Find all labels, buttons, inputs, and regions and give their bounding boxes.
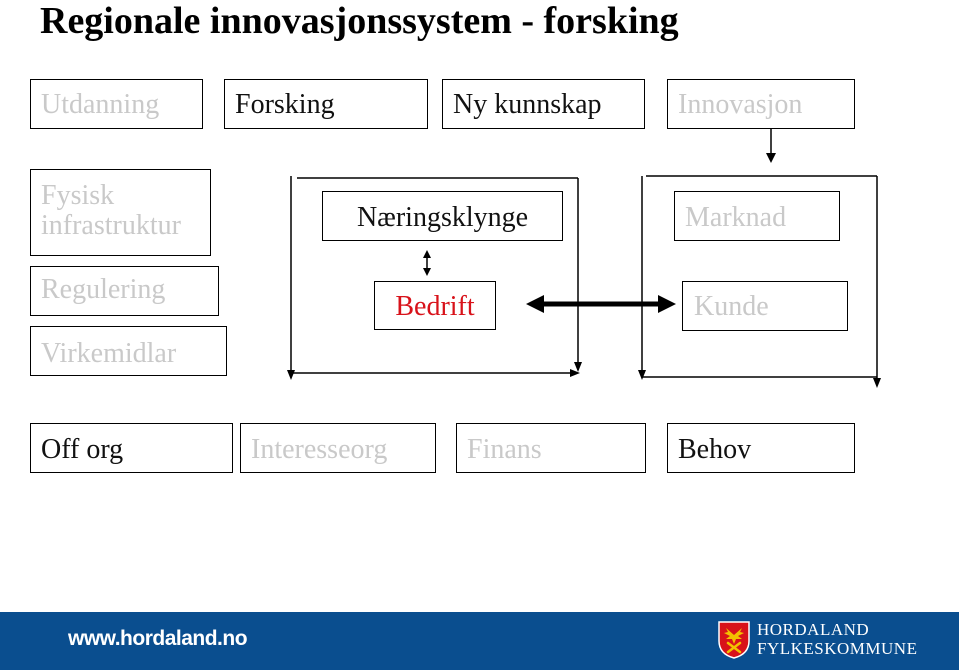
box-virkemidlar-label: Virkemidlar xyxy=(41,338,177,369)
arrow-innovasjon-down xyxy=(766,129,776,163)
bracket-middle xyxy=(287,176,582,380)
bracket-right xyxy=(638,175,881,388)
box-behov: Behov xyxy=(667,423,855,473)
page-title: Regionale innovasjonssystem - forsking xyxy=(40,0,679,42)
box-naeringsklynge: Næringsklynge xyxy=(322,191,563,241)
box-off-org: Off org xyxy=(30,423,233,473)
box-ny-kunnskap: Ny kunnskap xyxy=(442,79,645,129)
footer-url-link[interactable]: www.hordaland.no xyxy=(68,627,248,650)
box-bedrift: Bedrift xyxy=(374,281,496,330)
box-ny-kunnskap-label: Ny kunnskap xyxy=(453,89,602,120)
box-regulering-label: Regulering xyxy=(41,274,166,305)
arrow-klynge-bedrift xyxy=(423,250,431,276)
box-virkemidlar: Virkemidlar xyxy=(30,326,227,376)
box-innovasjon-label: Innovasjon xyxy=(678,89,803,120)
box-finans-label: Finans xyxy=(467,434,542,465)
box-regulering: Regulering xyxy=(30,266,219,316)
box-kunde-label: Kunde xyxy=(694,291,769,322)
footer-org-line1: HORDALAND xyxy=(757,620,870,639)
box-kunde: Kunde xyxy=(682,281,848,331)
footer-bar: www.hordaland.no HORDALAND FYLKESKOMMUNE xyxy=(0,612,959,670)
box-off-org-label: Off org xyxy=(41,434,124,465)
box-forsking: Forsking xyxy=(224,79,428,129)
arrow-bedrift-kunde xyxy=(526,295,676,313)
box-behov-label: Behov xyxy=(678,434,752,465)
box-bedrift-label: Bedrift xyxy=(395,291,475,322)
box-interesseorg-label: Interesseorg xyxy=(251,434,388,465)
box-forsking-label: Forsking xyxy=(235,89,335,120)
connector-lines xyxy=(287,129,881,388)
box-fysisk-infrastruktur: Fysisk infrastruktur xyxy=(30,169,211,256)
box-fysisk-line1: Fysisk xyxy=(41,180,115,211)
box-utdanning: Utdanning xyxy=(30,79,203,129)
box-utdanning-label: Utdanning xyxy=(41,89,160,120)
box-marknad-label: Marknad xyxy=(685,202,787,233)
box-interesseorg: Interesseorg xyxy=(240,423,436,473)
box-innovasjon: Innovasjon xyxy=(667,79,855,129)
box-naeringsklynge-label: Næringsklynge xyxy=(356,202,529,233)
coat-of-arms-icon xyxy=(718,621,750,659)
box-fysisk-line2: infrastruktur xyxy=(41,210,181,241)
footer-org-line2: FYLKESKOMMUNE xyxy=(757,639,918,658)
box-marknad: Marknad xyxy=(674,191,840,241)
box-finans: Finans xyxy=(456,423,646,473)
